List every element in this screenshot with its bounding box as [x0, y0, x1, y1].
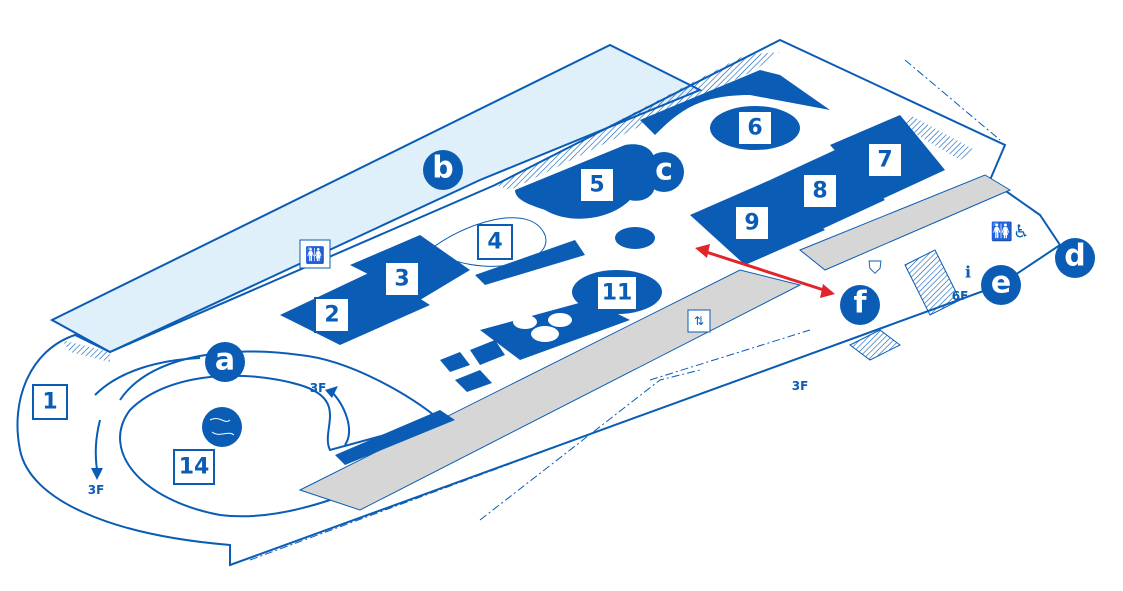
room-label-2[interactable]: 2	[314, 297, 350, 333]
route-arrow-head	[695, 244, 710, 258]
circular-hall	[119, 350, 443, 518]
svg-text:4: 4	[487, 230, 502, 255]
escalator-icon	[849, 329, 901, 361]
marker-d[interactable]: d	[1055, 238, 1095, 278]
information-icon: ℹ	[965, 263, 971, 282]
arrow-down	[94, 419, 101, 471]
gray-corridor	[799, 174, 1012, 271]
room-label-5[interactable]: 5	[579, 167, 615, 203]
svg-text:🚻♿: 🚻♿	[991, 221, 1030, 243]
svg-text:2: 2	[324, 303, 339, 328]
floor-outline	[16, 38, 1062, 567]
restroom-icon: 🚻	[299, 239, 331, 269]
room-label-11[interactable]: 11	[596, 275, 638, 311]
svg-text:🚻: 🚻	[305, 246, 325, 265]
marker-f[interactable]: f	[840, 285, 880, 325]
svg-text:7: 7	[877, 148, 892, 173]
svg-text:6: 6	[747, 116, 762, 141]
hatched-wall	[495, 52, 780, 190]
room-label-8[interactable]: 8	[802, 173, 838, 209]
globe-icon	[202, 407, 242, 447]
room-label-3[interactable]: 3	[384, 261, 420, 297]
marker-b[interactable]: b	[423, 150, 463, 190]
hatched-wall	[900, 115, 975, 160]
marker-e[interactable]: e	[981, 265, 1021, 305]
arrow-head	[325, 386, 338, 398]
svg-text:a: a	[215, 343, 235, 378]
svg-text:9: 9	[744, 211, 759, 236]
bench	[470, 340, 505, 365]
dash-line	[249, 284, 1001, 561]
bench	[455, 370, 492, 392]
svg-text:c: c	[655, 153, 673, 188]
dash-line	[479, 369, 701, 521]
dash-line	[904, 59, 1001, 141]
restroom-icons-group: 🚻♿	[991, 221, 1030, 243]
room-4-area	[429, 217, 547, 267]
svg-text:3: 3	[394, 267, 409, 292]
floor-label-6f: 6F	[952, 289, 969, 303]
room-label-7[interactable]: 7	[867, 142, 903, 178]
svg-text:b: b	[432, 151, 453, 186]
floor-label-3f: 3F	[792, 379, 809, 393]
marker-a[interactable]: a	[205, 342, 245, 382]
room-label-1[interactable]: 1	[32, 384, 68, 420]
svg-text:ℹ: ℹ	[965, 263, 971, 282]
svg-text:1: 1	[42, 390, 57, 415]
rest-area-icon: ⛉	[868, 258, 882, 279]
room-11-table	[531, 326, 559, 342]
svg-text:⛉: ⛉	[868, 258, 882, 279]
svg-text:d: d	[1064, 239, 1085, 274]
escalator-icon	[904, 249, 961, 316]
room-6-area	[640, 70, 830, 135]
gray-corridor	[298, 269, 802, 511]
arrow-up	[329, 389, 350, 446]
floor-label-3f: 3F	[88, 483, 105, 497]
svg-text:8: 8	[812, 179, 827, 204]
svg-text:⇅: ⇅	[694, 314, 704, 328]
elevator-icon: ⇅	[687, 309, 711, 333]
svg-text:14: 14	[179, 455, 210, 480]
arrow-head	[91, 468, 103, 480]
round-table	[615, 227, 655, 249]
hatched-wall	[62, 340, 110, 362]
route-arrow	[699, 248, 831, 294]
room-label-6[interactable]: 6	[737, 110, 773, 146]
circular-hall	[94, 357, 201, 396]
svg-text:11: 11	[602, 281, 633, 306]
floor-label-3f: 3F	[310, 381, 327, 395]
dark-bench	[335, 410, 455, 465]
svg-text:e: e	[991, 266, 1011, 301]
marker-c[interactable]: c	[644, 152, 684, 192]
route-arrow-head	[820, 284, 835, 298]
svg-text:f: f	[853, 286, 867, 321]
svg-text:5: 5	[589, 173, 604, 198]
room-11-table	[513, 315, 537, 329]
bench	[440, 352, 470, 372]
room-label-14[interactable]: 14	[173, 449, 215, 485]
room-label-4[interactable]: 4	[477, 224, 513, 260]
room-4-blocks	[475, 240, 585, 285]
room-11-table	[548, 313, 572, 327]
dash-line	[649, 329, 811, 381]
room-label-9[interactable]: 9	[734, 205, 770, 241]
